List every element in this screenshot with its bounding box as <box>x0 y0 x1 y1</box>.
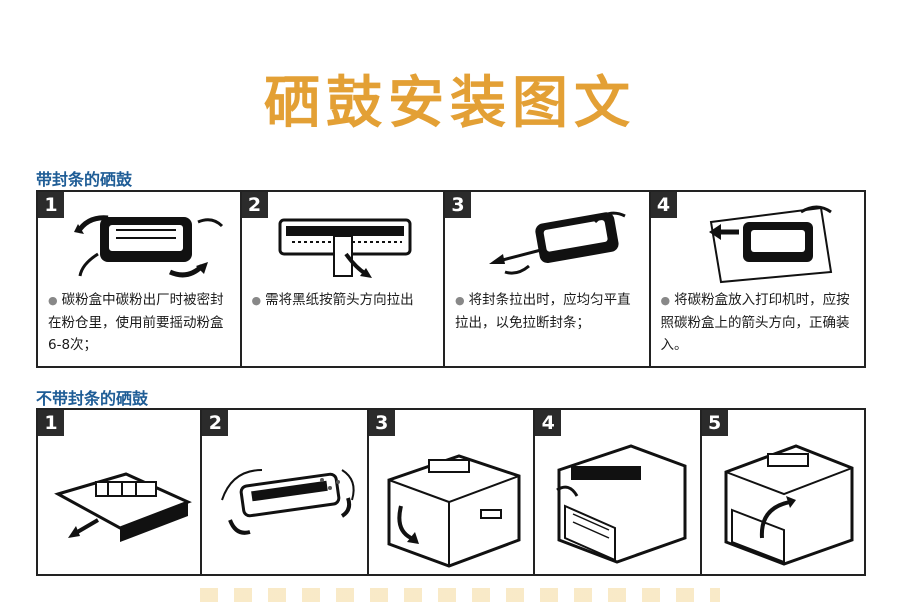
step-caption: ●碳粉盒中碳粉出厂时被密封在粉仓里，使用前要摇动粉盒6-8次； <box>48 289 232 356</box>
step-panel: 1 <box>38 410 202 574</box>
step-panel: 2 ●需将黑纸按箭头方向拉出 <box>242 192 446 366</box>
step-panel: 1 ●碳粉盒中碳粉出厂时被密封在粉仓里，使用前要摇动粉盒6-8次； <box>38 192 242 366</box>
insert-cartridge-illustration <box>651 192 864 292</box>
section-label-without-seal: 不带封条的硒鼓 <box>36 385 148 409</box>
step-panel: 3 ●将封条拉出时，应均匀平直拉出，以免拉断封条； <box>445 192 651 366</box>
open-printer-front-illustration <box>369 410 535 574</box>
shake-cartridge-illustration <box>202 410 368 574</box>
step-panel: 4 ●将碳粉盒放入打印机时，应按照碳粉盒上的箭头方向，正确装入。 <box>651 192 864 366</box>
step-panel: 5 <box>702 410 864 574</box>
panel-row-without-seal: 1 2 3 <box>36 408 866 576</box>
page-title: 硒鼓安装图文 <box>0 58 900 139</box>
panel-row-with-seal: 1 ●碳粉盒中碳粉出厂时被密封在粉仓里，使用前要摇动粉盒6-8次； 2 ●需将黑… <box>36 190 866 368</box>
insert-into-printer-illustration <box>702 410 864 574</box>
step-caption: ●将封条拉出时，应均匀平直拉出，以免拉断封条； <box>455 289 641 334</box>
printer-open-cover-illustration <box>535 410 701 574</box>
step-caption: ●将碳粉盒放入打印机时，应按照碳粉盒上的箭头方向，正确装入。 <box>661 289 856 356</box>
step-panel: 3 <box>369 410 535 574</box>
step-caption: ●需将黑纸按箭头方向拉出 <box>252 289 436 312</box>
remove-cartridge-illustration <box>38 410 202 574</box>
step-panel: 4 <box>535 410 701 574</box>
step-panel: 2 <box>202 410 368 574</box>
shake-cartridge-illustration <box>38 192 240 292</box>
pull-seal-strip-illustration <box>445 192 649 292</box>
section-label-with-seal: 带封条的硒鼓 <box>36 166 132 190</box>
cropped-text-strip <box>200 588 720 602</box>
pull-black-paper-illustration <box>242 192 444 292</box>
